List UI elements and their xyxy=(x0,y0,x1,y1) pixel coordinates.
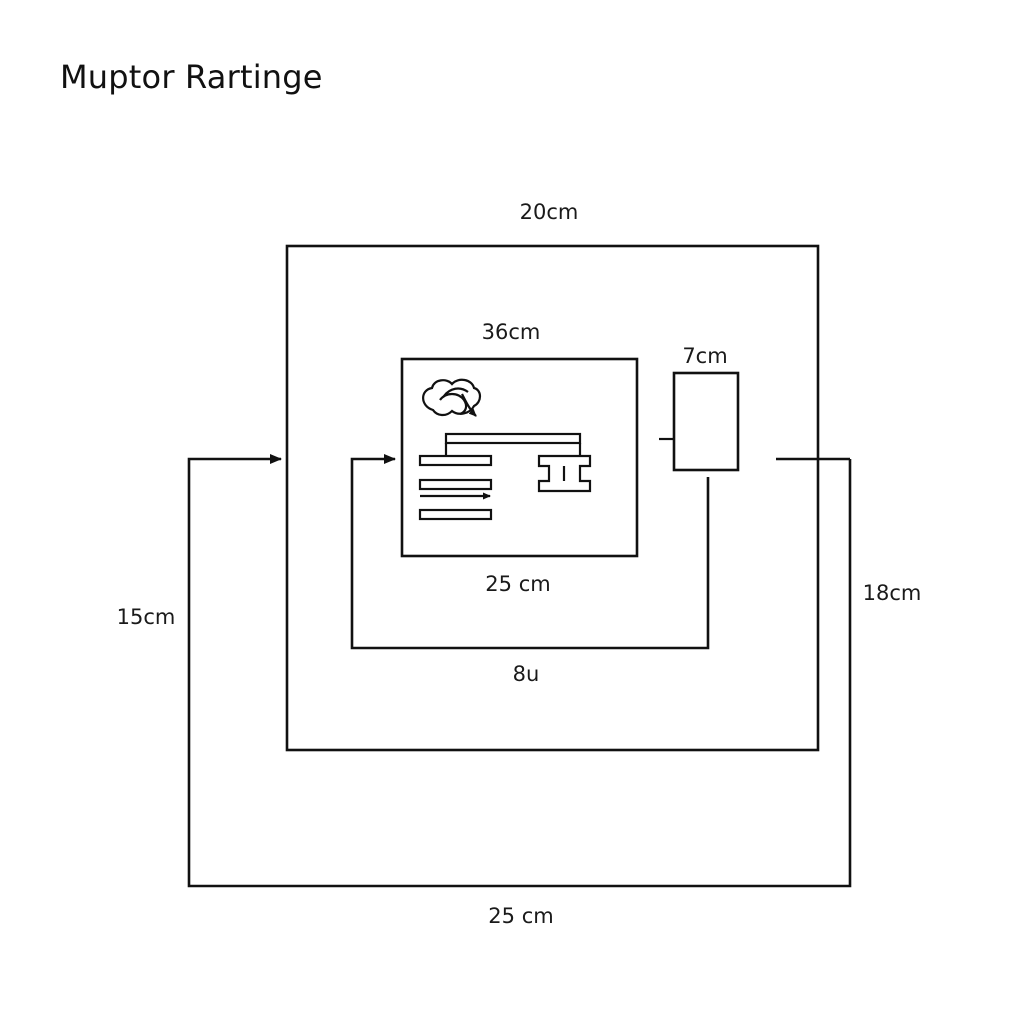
i-beam-connector-icon xyxy=(537,454,592,493)
rail-2 xyxy=(418,478,493,491)
inner-loop-path xyxy=(350,454,710,650)
panel-rails xyxy=(418,432,582,521)
outer-loop-path xyxy=(187,454,852,888)
inner-panel xyxy=(400,357,639,558)
rail-3 xyxy=(418,508,493,521)
label-outer-top: 20cm xyxy=(520,200,579,224)
label-panel-bottom: 25 cm xyxy=(485,572,550,596)
label-inner-loop-bottom: 8u xyxy=(513,662,540,686)
label-panel-top: 36cm xyxy=(482,320,541,344)
rail-1 xyxy=(418,454,493,467)
small-box xyxy=(672,371,740,472)
label-small-box-top: 7cm xyxy=(682,344,727,368)
rail-top xyxy=(444,432,582,445)
cloud-swirl-icon xyxy=(422,378,482,417)
outer-frame xyxy=(285,244,820,752)
label-right-side: 18cm xyxy=(863,581,922,605)
label-left-side: 15cm xyxy=(117,605,176,629)
page-title: Muptor Rartinge xyxy=(60,58,323,96)
label-outer-loop-bottom: 25 cm xyxy=(488,904,553,928)
